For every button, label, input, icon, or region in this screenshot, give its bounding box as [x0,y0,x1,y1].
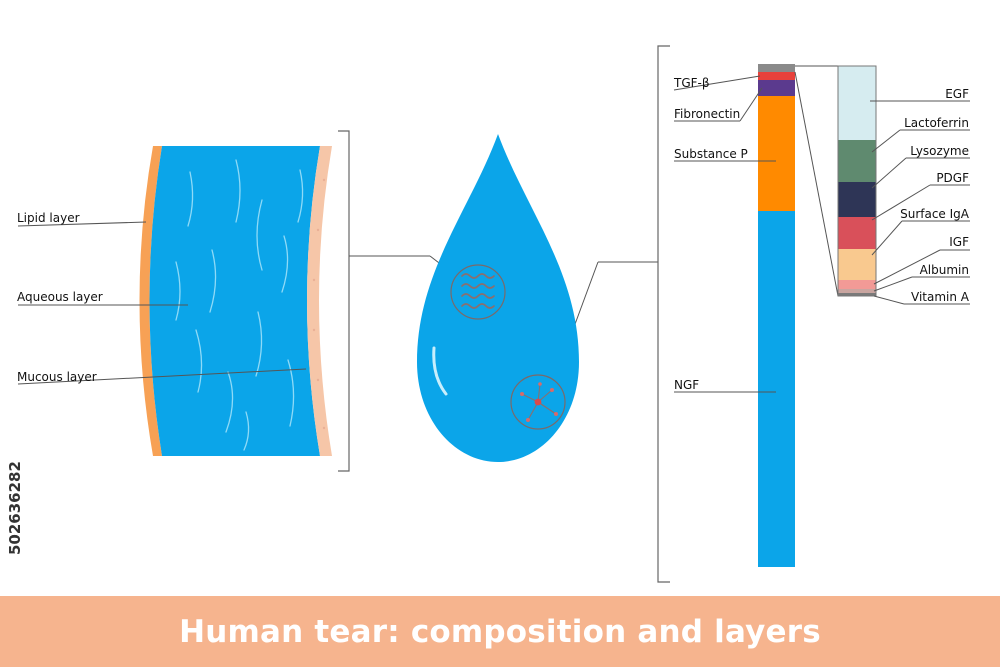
tear-drop [349,134,658,462]
title-banner: Human tear: composition and layers [0,596,1000,667]
segment-fibronectin [758,80,795,96]
ngf-label: NGF [674,378,699,392]
igf-label: IGF [949,235,969,249]
segment-egf [838,66,876,140]
albumin-label: Albumin [920,263,969,277]
segment-ngf [758,211,795,567]
surface-iga-label: Surface IgA [900,207,970,221]
tear-film-layers: Lipid layer Aqueous layer Mucous layer [17,130,350,472]
main-column-cap [758,64,795,72]
water-wave-zoom-icon [450,264,506,320]
segment-vitamin-a [838,293,876,296]
aqueous-layer-band [149,146,320,456]
composition-bracket [657,45,670,583]
segment-substance-p [758,96,795,211]
lipid-layer-band [139,146,162,456]
zoom-column-outline [837,65,877,297]
mucous-dots [312,178,326,430]
tear-drop-highlight [432,346,448,396]
substance-p-label: Substance P [674,147,748,161]
lysozyme-label: Lysozyme [910,144,969,158]
segment-tgf-beta [758,72,795,80]
mucous-layer-label: Mucous layer [17,370,97,384]
water-streaks [175,159,304,451]
pdgf-label: PDGF [936,171,969,185]
molecule-zoom-icon [510,374,566,430]
main-column [758,64,795,567]
tear-drop-body [417,134,579,462]
lipid-layer-label: Lipid layer [17,211,80,225]
segment-lysozyme [838,182,876,217]
zoom-column [837,65,877,297]
aqueous-layer-label: Aqueous layer [17,290,103,304]
egf-label: EGF [945,87,969,101]
composition-panel: TGF-β Fibronectin Substance P NGF EGF La… [657,45,970,583]
mucous-layer-band [307,146,332,456]
segment-albumin [838,289,876,293]
stock-image-id: 502636282 [6,461,24,555]
tgf-beta-label: TGF-β [673,76,710,90]
layers-bracket [338,130,350,472]
lactoferrin-label: Lactoferrin [904,116,969,130]
segment-pdgf [838,217,876,249]
segment-surface-iga [838,249,876,280]
fibronectin-label: Fibronectin [674,107,740,121]
segment-igf [838,280,876,289]
segment-lactoferrin [838,140,876,182]
page-title: Human tear: composition and layers [179,613,821,650]
vitamin-a-label: Vitamin A [911,290,970,304]
